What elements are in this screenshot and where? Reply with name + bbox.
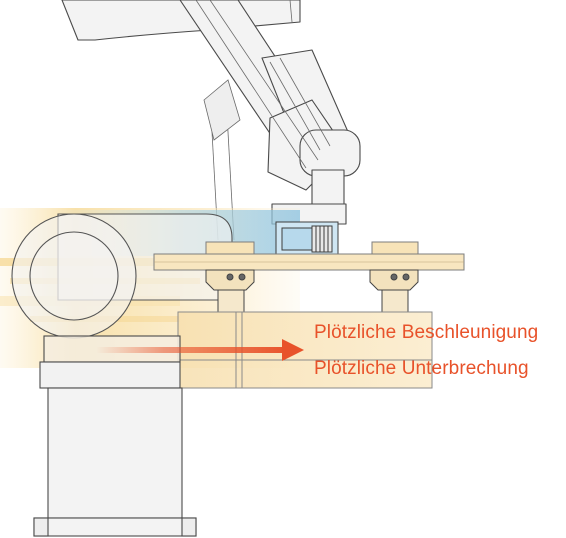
annotation-sudden-acceleration: Plötzliche Beschleunigung bbox=[314, 322, 539, 343]
gripper bbox=[275, 221, 339, 257]
shoulder-joint bbox=[11, 213, 233, 339]
annotation-sudden-stop: Plötzliche Unterbrechung bbox=[314, 358, 529, 379]
motion-arrow bbox=[96, 339, 304, 361]
suction-cups bbox=[205, 269, 419, 313]
robot-upper-arm-details bbox=[195, 0, 331, 241]
carried-plate bbox=[153, 241, 465, 271]
robot-base bbox=[33, 335, 197, 537]
